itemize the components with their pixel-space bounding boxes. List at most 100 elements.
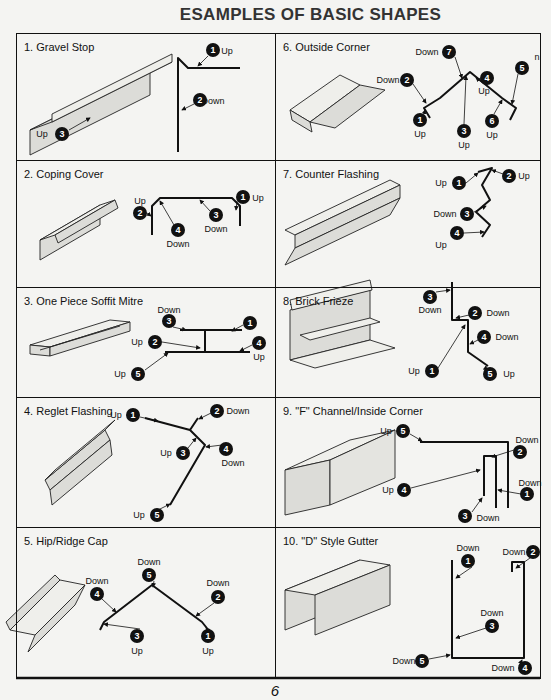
callout-text: 1 (240, 193, 245, 202)
direction-label: Up (202, 647, 214, 656)
callout-number: 4 (450, 226, 464, 240)
direction-label: Down (433, 210, 456, 219)
shape-panel: 7. Counter Flashing 1 2 34 (275, 160, 541, 288)
direction-label: Up (478, 87, 490, 96)
callout-text: 3 (427, 293, 432, 302)
callout-number: 4 (171, 223, 185, 237)
page-title: ESAMPLES OF BASIC SHAPES (0, 5, 551, 25)
direction-label: Up (133, 511, 145, 520)
callout-number: 5 (150, 508, 164, 522)
panel-title: 6. Outside Corner (283, 41, 370, 53)
callout-number: 5 (483, 367, 497, 381)
callout-number: 3 (458, 509, 472, 523)
callout-number: 5 (515, 61, 529, 75)
callout-text: 5 (400, 427, 405, 436)
callout-number: 1 (461, 554, 475, 568)
direction-label: Up (382, 486, 394, 495)
callout-text: 2 (152, 338, 157, 347)
panel-title: 4. Reglet Flashing (24, 405, 113, 417)
panel-title: 7. Counter Flashing (283, 168, 379, 180)
callout-number: 4 (219, 442, 233, 456)
direction-label: Down (480, 609, 503, 618)
panel-title: 1. Gravel Stop (24, 41, 94, 53)
callout-number: 1 (243, 316, 257, 330)
page-number: 6 (271, 683, 279, 698)
callout-number: 2 (133, 206, 147, 220)
direction-label: Up (253, 353, 265, 362)
callout-text: 7 (446, 48, 451, 57)
callout-text: 2 (215, 593, 220, 602)
direction-label: Down (415, 48, 438, 57)
callout-text: 1 (456, 179, 461, 188)
callout-text: 4 (484, 74, 489, 83)
shape-panel: 9. "F" Channel/Inside Corner12345 (275, 397, 541, 528)
direction-label: Down (137, 558, 160, 567)
callout-text: 4 (175, 226, 180, 235)
callout-text: 2 (506, 172, 511, 181)
direction-label: Up (380, 427, 392, 436)
callout-number: 1 (452, 176, 466, 190)
callout-text: 2 (530, 548, 535, 557)
direction-label: Down (201, 97, 224, 106)
callout-number: 1 (236, 190, 250, 204)
direction-label: Up (252, 194, 264, 203)
callout-number: 5 (131, 367, 145, 381)
callout-number: 5 (142, 568, 156, 582)
direction-label: Down (491, 664, 514, 673)
callout-text: 3 (461, 127, 466, 136)
callout-number: 5 (415, 654, 429, 668)
callout-number: 2 (526, 545, 540, 559)
callout-number: 4 (397, 483, 411, 497)
direction-label: Down (502, 548, 525, 557)
callout-number: 2 (211, 590, 225, 604)
callout-number: 2 (468, 306, 482, 320)
direction-label: Up (486, 131, 498, 140)
callout-number: 3 (176, 446, 190, 460)
direction-label: Up (36, 130, 48, 139)
callout-text: 1 (130, 411, 135, 420)
direction-label: Down (85, 577, 108, 586)
callout-text: 1 (524, 490, 529, 499)
panel-title: 5. Hip/Ridge Cap (24, 535, 108, 547)
callout-number: 1 (126, 408, 140, 422)
panel-title: 2. Coping Cover (24, 168, 104, 180)
direction-label: Down (221, 459, 244, 468)
title-text: ESAMPLES OF BASIC SHAPES (180, 5, 441, 24)
callout-number: 3 (485, 619, 499, 633)
direction-label: Up (435, 179, 447, 188)
callout-text: 3 (464, 210, 469, 219)
callout-text: 5 (135, 370, 140, 379)
callout-number: 2 (400, 73, 414, 87)
direction-label: Up (131, 647, 143, 656)
direction-label: Down (518, 479, 541, 488)
callout-text: 1 (417, 116, 422, 125)
direction-label: Up (435, 241, 447, 250)
shape-panel: 5. Hip/Ridge Cap12345 (16, 527, 276, 679)
callout-number: 7 (442, 45, 456, 59)
callout-number: 4 (480, 71, 494, 85)
direction-label: Up (503, 370, 515, 379)
callout-number: 1 (201, 629, 215, 643)
callout-text: 1 (465, 557, 470, 566)
callout-text: 1 (247, 319, 252, 328)
direction-label: Down (206, 579, 229, 588)
callout-text: 4 (256, 339, 261, 348)
profiles (100, 58, 524, 658)
callout-text: 4 (481, 333, 486, 342)
callout-number: 3 (209, 208, 223, 222)
callout-text: 1 (205, 632, 210, 641)
panel-title: 9. "F" Channel/Inside Corner (283, 405, 423, 417)
shape-panel: 2. Coping Cover 1 2 3 4 (16, 160, 276, 288)
callout-number: 4 (518, 661, 532, 675)
direction-label: Up (408, 367, 420, 376)
callout-text: 3 (166, 317, 171, 326)
direction-label: n (534, 53, 539, 62)
direction-label: Down (376, 76, 399, 85)
shape-panel: 8. Brick Frieze12345 (275, 287, 541, 398)
shape-panel: 3. One Piece Soffit Mitre12345 (16, 287, 276, 398)
callout-text: 3 (134, 632, 139, 641)
callout-text: 2 (404, 76, 409, 85)
direction-label: Down (226, 407, 249, 416)
callout-text: 3 (180, 449, 185, 458)
callout-number: 1 (206, 43, 220, 57)
